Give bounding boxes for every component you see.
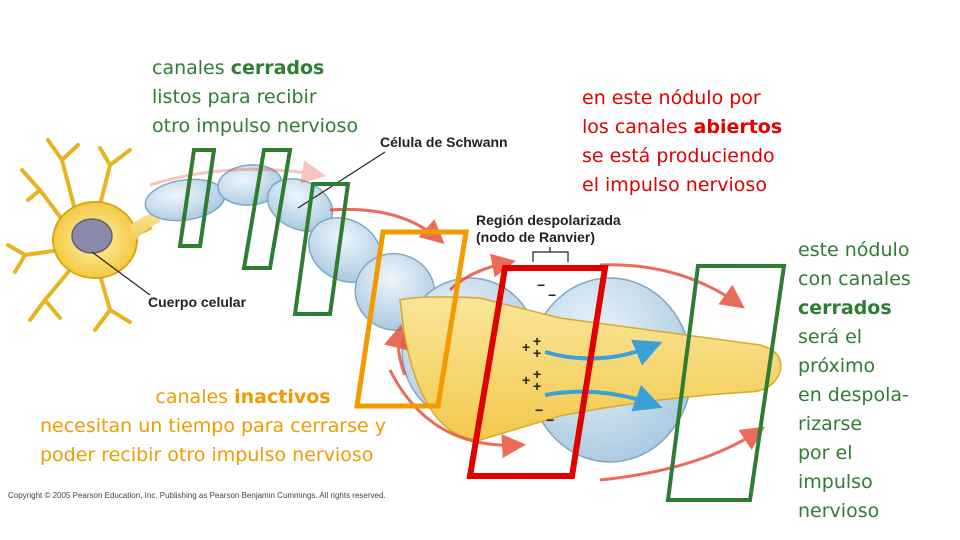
depolarized-region-label: Región despolarizada (nodo de Ranvier) <box>476 212 621 246</box>
next-annotation-line8: por el <box>798 439 911 468</box>
closed-annotation-prefix: canales <box>152 57 231 79</box>
next-annotation-line7: rizarse <box>798 410 911 439</box>
closed-annotation-keyword: cerrados <box>231 57 325 79</box>
schwann-cell-label: Célula de Schwann <box>380 134 508 151</box>
next-annotation-line6: en despola- <box>798 381 911 410</box>
inactive-annotation-prefix: canales <box>155 386 234 408</box>
charge-minus: − <box>548 287 556 303</box>
charge-plus: + <box>533 378 541 394</box>
copyright-notice: Copyright © 2005 Pearson Education, Inc.… <box>8 491 386 500</box>
open-annotation-line1: en este nódulo por <box>582 84 782 113</box>
closed-annotation-line3: otro impulso nervioso <box>152 112 358 141</box>
next-annotation-line5: próximo <box>798 352 911 381</box>
closed-channels-annotation: canales cerrados listos para recibir otr… <box>152 54 358 141</box>
charge-plus: + <box>522 372 530 388</box>
cell-body-label: Cuerpo celular <box>148 294 246 311</box>
next-node-annotation: este nódulo con canales cerrados será el… <box>798 236 911 526</box>
next-annotation-line2: con canales <box>798 265 911 294</box>
open-annotation-keyword: abiertos <box>694 116 783 138</box>
next-annotation-keyword: cerrados <box>798 297 892 319</box>
closed-annotation-line2: listos para recibir <box>152 83 358 112</box>
open-annotation-line4: el impulso nervioso <box>582 171 782 200</box>
inactive-annotation-line3: poder recibir otro impulso nervioso <box>40 441 426 470</box>
next-annotation-line1: este nódulo <box>798 236 911 265</box>
charge-plus: + <box>533 345 541 361</box>
depolarized-region-line1: Región despolarizada <box>476 212 621 229</box>
open-annotation-line3: se está produciendo <box>582 142 782 171</box>
charge-minus: − <box>546 412 554 428</box>
open-channels-annotation: en este nódulo por los canales abiertos … <box>582 84 782 200</box>
inactive-channels-annotation: canales inactivos necesitan un tiempo pa… <box>40 383 426 470</box>
inactive-annotation-keyword: inactivos <box>234 386 330 408</box>
next-annotation-line10: nervioso <box>798 497 911 526</box>
depolarized-region-line2: (nodo de Ranvier) <box>476 229 621 246</box>
open-annotation-prefix: los canales <box>582 116 694 138</box>
charge-minus: − <box>537 277 545 293</box>
next-annotation-line4: será el <box>798 323 911 352</box>
next-annotation-line9: impulso <box>798 468 911 497</box>
charge-plus: + <box>522 339 530 355</box>
nucleus <box>72 219 112 253</box>
inactive-annotation-line2: necesitan un tiempo para cerrarse y <box>40 412 426 441</box>
charge-minus: − <box>535 402 543 418</box>
